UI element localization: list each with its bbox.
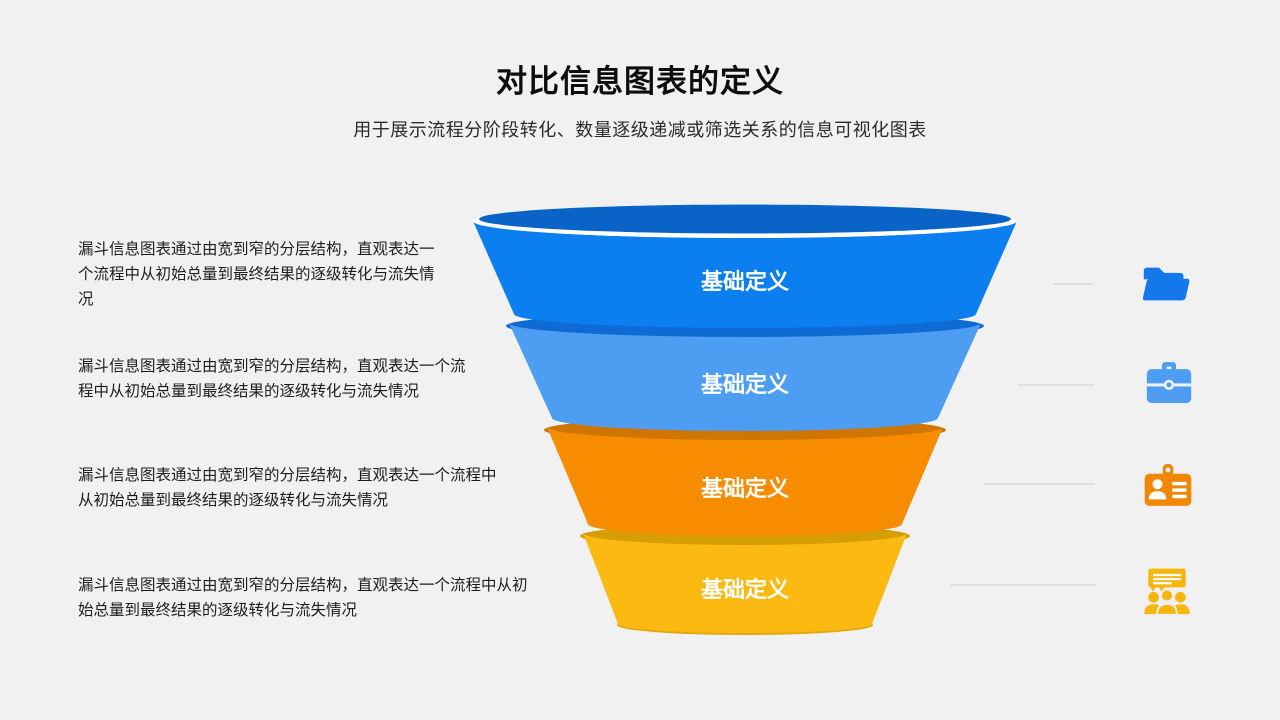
funnel-top-interior: [479, 204, 1011, 234]
funnel-stage-3-label: 基础定义: [701, 476, 789, 501]
funnel-stage-4-label: 基础定义: [701, 577, 789, 602]
connector-line-1: [1053, 283, 1093, 285]
stage-description-3: 漏斗信息图表通过由宽到窄的分层结构，直观表达一个流程中 从初始总量到最终结果的逐…: [78, 467, 497, 509]
connector-line-3: [983, 483, 1095, 485]
connector-line-4: [950, 584, 1096, 586]
funnel-stage-3-body: [547, 427, 943, 536]
funnel-stage-1-body: [473, 221, 1017, 328]
id-badge-icon: [1140, 458, 1196, 514]
page-subtitle: 用于展示流程分阶段转化、数量逐级递减或筛选关系的信息可视化图表: [353, 120, 927, 140]
funnel-stage-4-body: [583, 533, 907, 633]
open-folder-icon: [1138, 256, 1194, 312]
connector-line-2: [1018, 384, 1094, 386]
page-title: 对比信息图表的定义: [496, 64, 784, 99]
funnel-stage-1-label: 基础定义: [701, 269, 789, 294]
briefcase-icon: [1141, 354, 1197, 410]
stage-description-2: 漏斗信息图表通过由宽到窄的分层结构，直观表达一个流 程中从初始总量到最终结果的逐…: [78, 358, 466, 400]
funnel-stage-2-label: 基础定义: [701, 372, 789, 397]
funnel-stage-2-body: [509, 323, 981, 431]
conference-icon: [1139, 564, 1195, 620]
stage-description-4: 漏斗信息图表通过由宽到窄的分层结构，直观表达一个流程中从初 始总量到最终结果的逐…: [78, 577, 528, 619]
stage-description-1: 漏斗信息图表通过由宽到窄的分层结构，直观表达一 个流程中从初始总量到最终结果的逐…: [78, 241, 435, 308]
